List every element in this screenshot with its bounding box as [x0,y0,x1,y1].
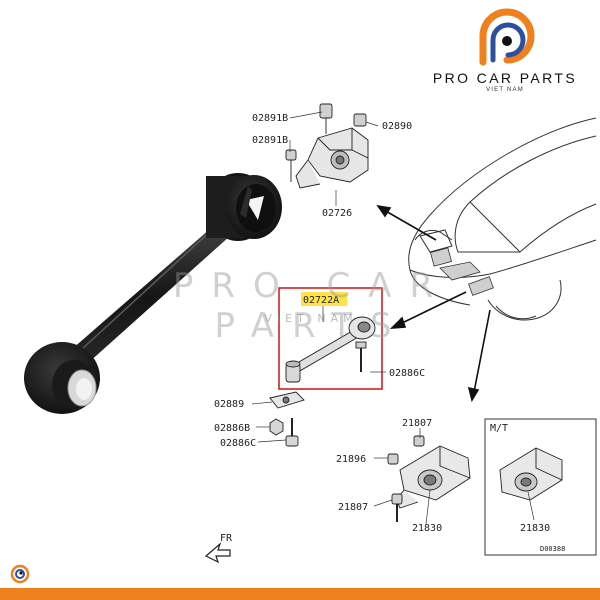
torque-rod-photo [24,173,282,414]
label-02890: 02890 [382,121,412,132]
label-fr: FR [220,533,233,544]
mount-21830-right [499,447,563,501]
label-02891b-top: 02891B [252,113,288,124]
label-02726: 02726 [322,208,352,219]
front-arrow-icon [204,542,231,564]
highlight-label-bg [301,292,347,306]
label-02722a: 02722A [303,295,339,306]
label-02891b-mid: 02891B [252,135,288,146]
pointer-arrows [376,204,491,403]
label-02886c-left: 02886C [220,438,256,449]
mount-21830-left [387,435,471,522]
brand-logo-icon [479,8,535,66]
bolt-02886c [285,418,299,447]
label-21807-bottom: 21807 [338,502,368,513]
mt-variant-frame [484,418,597,556]
label-21807-top: 21807 [402,418,432,429]
nut-02886b [269,418,284,436]
brand-tagline: VIET NAM [486,87,524,93]
rod-02722a [285,316,376,383]
large-bushing-icon [206,173,282,241]
bottom-accent-bar [0,588,600,600]
label-21830-right: 21830 [520,523,550,534]
label-02886c-right: 02886C [389,368,425,379]
watermark: PRO CAR PARTS [172,266,452,346]
engine-mount-02726 [285,103,369,189]
watermark-sub: VIET NAM [264,312,358,325]
label-02886b: 02886B [214,423,250,434]
diagram-code: D00388 [540,545,565,553]
label-21830-left: 21830 [412,523,442,534]
car-mount-detail [430,247,494,296]
bracket-02889 [269,391,305,409]
label-mt: M/T [490,423,508,434]
label-02889: 02889 [214,399,244,410]
label-21896: 21896 [336,454,366,465]
car-outline [408,117,597,321]
highlight-frame [278,287,383,390]
brand-name: PRO CAR PARTS [432,70,578,86]
leader-lines [251,111,535,525]
small-brand-logo-icon [10,564,30,584]
